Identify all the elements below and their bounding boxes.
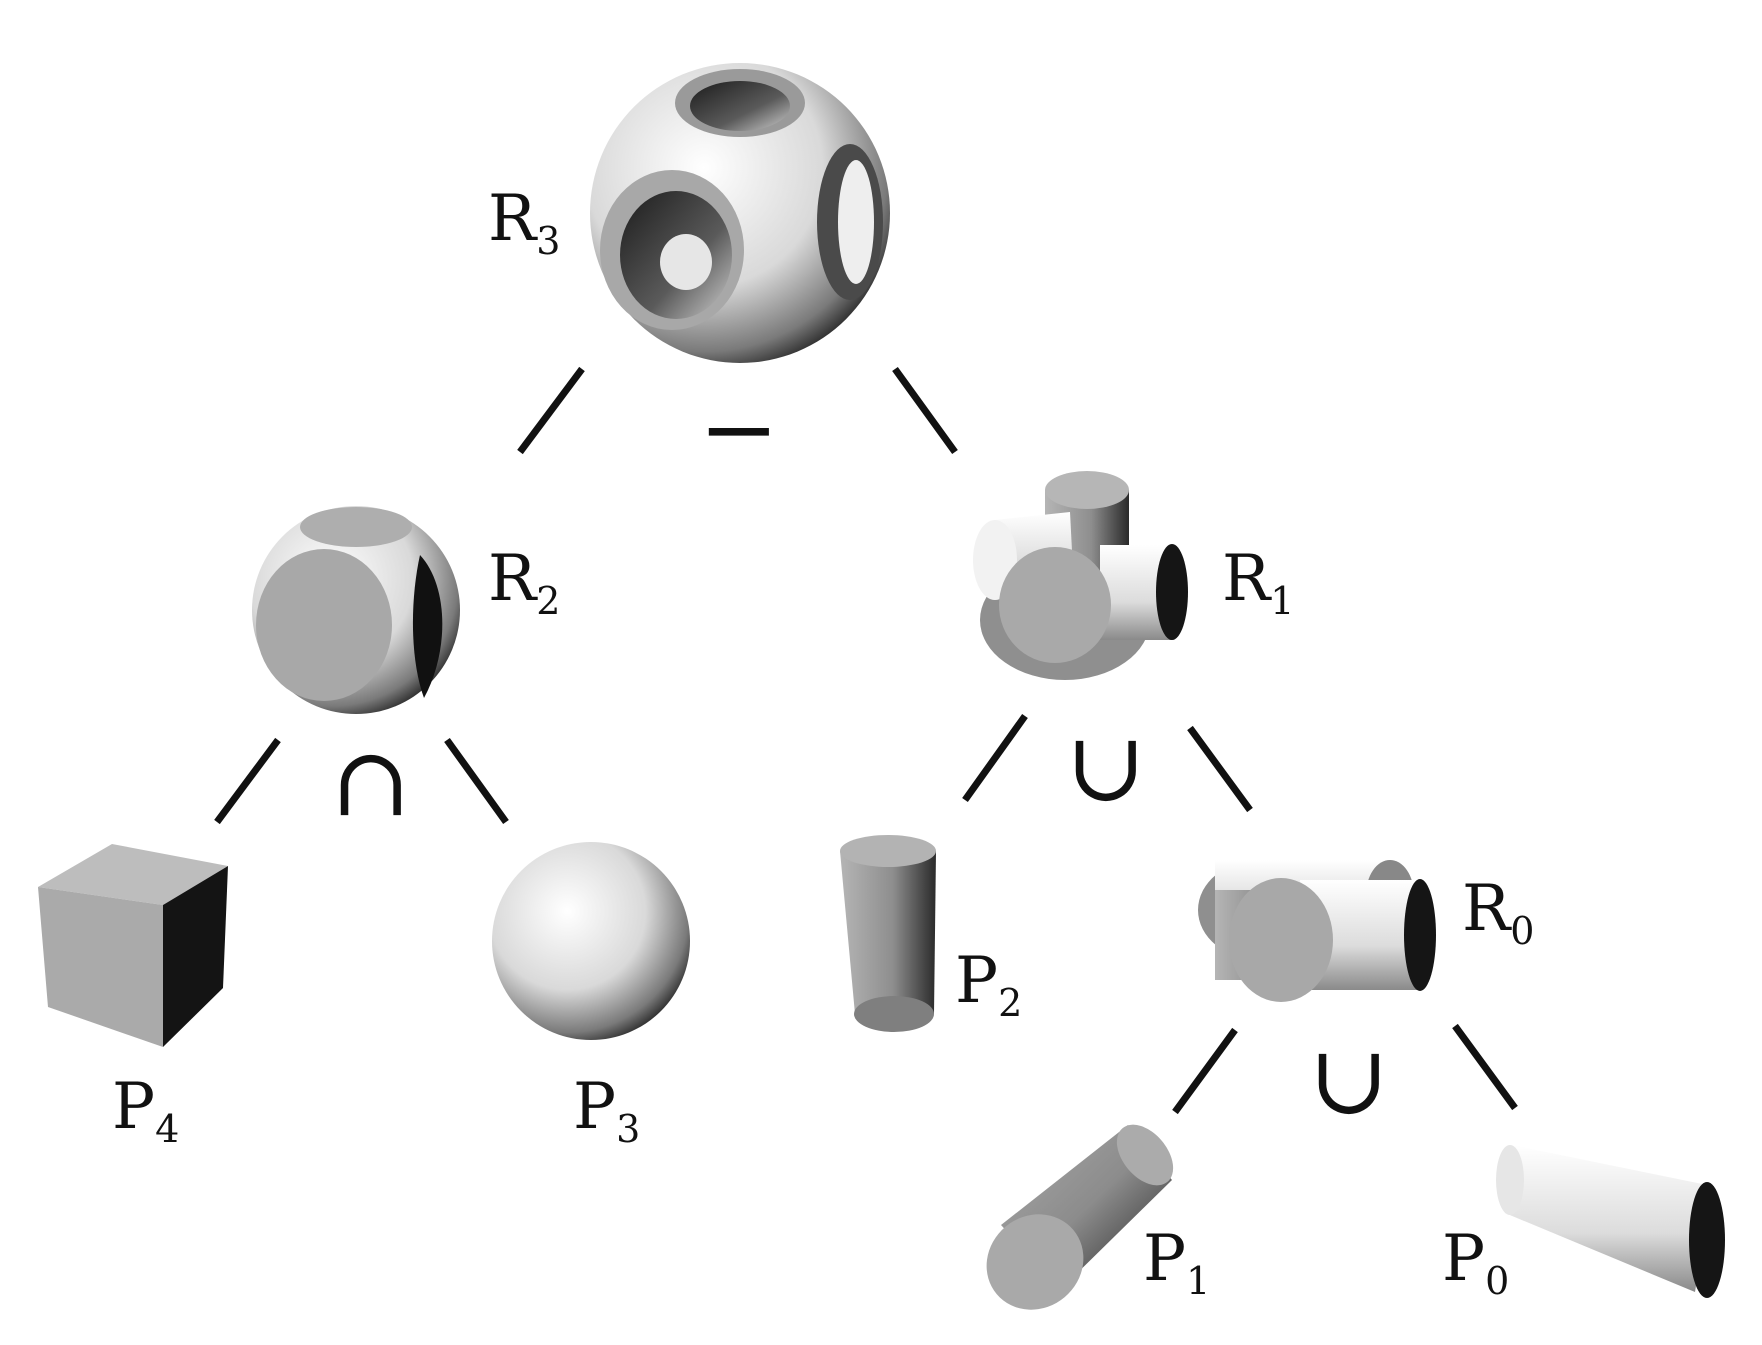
node-p2-cylinder — [840, 835, 936, 1032]
edge-r3-r1 — [892, 366, 958, 455]
operator-r1-union: ∪ — [1066, 711, 1146, 823]
label-p3: P3 — [573, 1070, 640, 1151]
node-labels: R3 R2 R1 R0 P2 P4 P3 P1 P0 — [112, 182, 1534, 1303]
edge-r1-r0 — [1187, 725, 1253, 813]
edge-r0-p0 — [1452, 1023, 1518, 1111]
operator-r2-intersection: ∩ — [331, 726, 411, 838]
node-p0-cylinder — [1496, 1145, 1725, 1298]
edge-r2-p3 — [444, 737, 509, 825]
operator-r3-minus: − — [699, 373, 779, 485]
label-r2: R2 — [488, 542, 560, 623]
label-p4: P4 — [112, 1070, 179, 1151]
label-r0: R0 — [1462, 872, 1534, 953]
label-p1: P1 — [1143, 1222, 1210, 1303]
label-p0: P0 — [1442, 1222, 1509, 1303]
tree-edges — [214, 366, 1518, 1115]
node-p4-cube — [38, 844, 228, 1047]
node-r3-hollow-sphere — [590, 63, 890, 363]
operators: − ∩ ∪ ∪ — [331, 373, 1389, 1136]
edge-r2-p4 — [214, 737, 281, 825]
node-p1-cylinder — [986, 1124, 1174, 1310]
node-r2-rounded-cube — [252, 506, 460, 714]
node-p3-sphere — [492, 842, 690, 1040]
operator-r0-union: ∪ — [1309, 1024, 1389, 1136]
label-r1: R1 — [1222, 542, 1294, 623]
label-r3: R3 — [488, 182, 560, 263]
node-r1-cylinder-union — [973, 471, 1188, 680]
edge-r3-r2 — [517, 366, 585, 455]
node-r0-cylinder-union — [1198, 860, 1436, 1002]
label-p2: P2 — [955, 944, 1022, 1025]
edge-r0-p1 — [1172, 1027, 1238, 1115]
edge-r1-p2 — [962, 713, 1028, 803]
